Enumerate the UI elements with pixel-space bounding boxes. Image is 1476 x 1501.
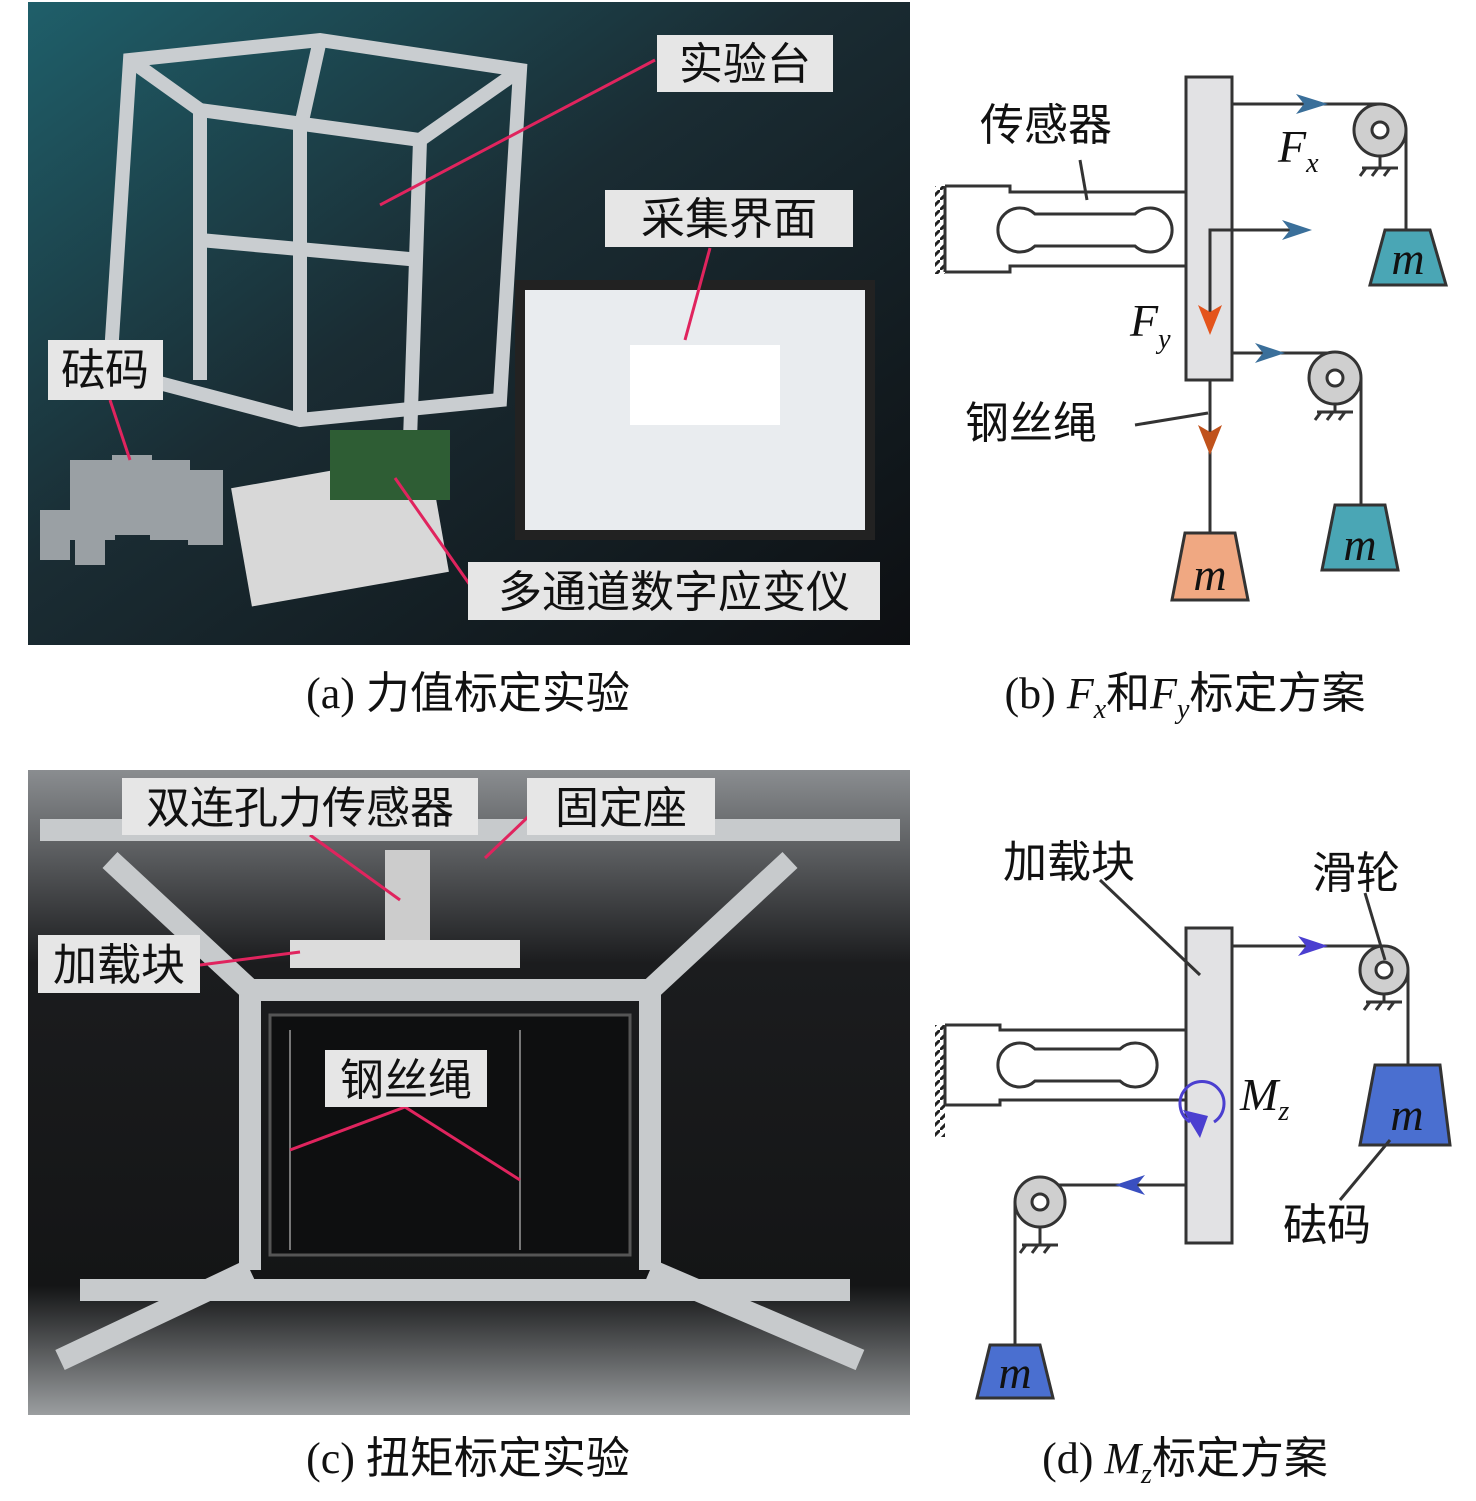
wall-hatch [935,1025,945,1137]
leader-line [483,813,532,860]
leader-line [393,477,472,586]
sensor-body [943,184,1186,274]
photo-torque-calibration: 双连孔力传感器 固定座 加载块 钢丝绳 [28,770,910,1415]
leader-line [289,1105,406,1152]
arrow-icon [1115,1175,1145,1195]
mass-label: m [1193,549,1226,600]
sensor-body [943,1023,1186,1107]
mass-label: m [1391,233,1424,284]
arrow-icon [1298,936,1328,956]
label-load-block: 加载块 [53,940,185,991]
label-acquisition-interface: 采集界面 [641,194,817,245]
leader-line [309,833,401,902]
label-weight: 砝码 [1283,1200,1371,1251]
leader-line [108,399,132,461]
mass-label: m [1343,519,1376,570]
label-fx: Fx [1277,121,1319,179]
label-dual-hole-sensor: 双连孔力传感器 [146,783,454,834]
leader-line [683,247,712,341]
leader-line [379,58,656,207]
mass-label: m [1390,1089,1423,1140]
caption-b: (b) Fx和Fy标定方案 [1005,669,1366,725]
label-sensor: 传感器 [980,100,1112,151]
arrow-icon [1282,220,1312,240]
fy-arrow-icon [1198,305,1222,335]
arrow-icon [1183,1110,1208,1138]
mass-label: m [998,1347,1031,1398]
mass-icon [1320,503,1400,572]
circuit-board [330,430,450,500]
caption-c: (c) 扭矩标定实验 [306,1434,630,1483]
wall-hatch [935,186,945,274]
label-mz: Mz [1239,1069,1289,1127]
caption-d: (d) Mz标定方案 [1042,1434,1328,1490]
weights-set [40,455,223,565]
sensor-hole [996,206,1174,254]
label-wire: 钢丝绳 [340,1055,472,1106]
diagram-fx-fy-calibration [935,75,1448,602]
leader-line [404,1105,521,1182]
arrow-icon [1255,343,1285,363]
mass-icon [1368,228,1448,287]
photo-force-calibration: 实验台 采集界面 砝码 多通道数字应变仪 [28,2,910,645]
load-plate [1184,926,1234,1245]
label-wire: 钢丝绳 [965,398,1097,449]
mass-icon [1358,1063,1452,1147]
leader-line [199,950,301,967]
label-weights: 砝码 [61,345,149,396]
laptop-screen [515,280,875,540]
label-strain-meter: 多通道数字应变仪 [498,567,850,618]
label-pulley: 滑轮 [1312,848,1400,899]
sensor-hole [996,1041,1159,1089]
label-test-bench: 实验台 [679,39,811,90]
mass-icon [1170,531,1250,602]
acquisition-window [630,345,780,425]
label-load-block: 加载块 [1003,837,1135,888]
arrow-icon [1296,94,1328,114]
moment-arrow [1178,1080,1226,1124]
label-mount: 固定座 [555,783,687,834]
caption-a: (a) 力值标定实验 [306,669,630,718]
load-block [290,940,520,968]
diagram-mz-calibration [935,878,1452,1400]
label-fy: Fy [1129,295,1171,355]
arrow-icon [1198,425,1222,455]
mass-icon [975,1343,1055,1400]
